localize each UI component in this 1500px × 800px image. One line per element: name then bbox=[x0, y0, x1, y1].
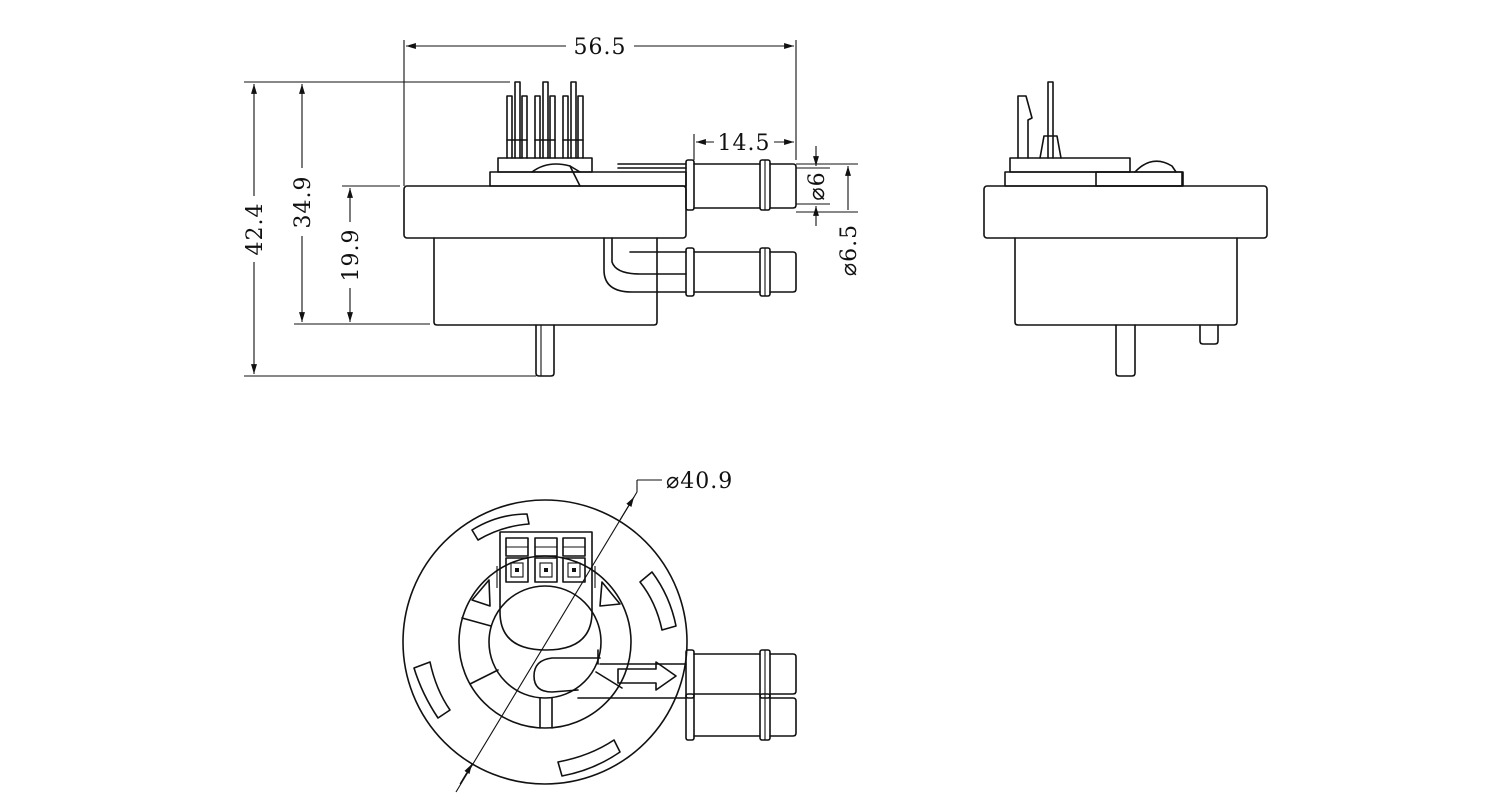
side-flange bbox=[983, 185, 1268, 239]
dim-outlet-length-label: 14.5 bbox=[718, 131, 771, 156]
connector-housing bbox=[497, 157, 593, 173]
top-outlets bbox=[685, 649, 797, 741]
side-pin bbox=[1115, 324, 1136, 377]
dim-outlet-outer: ⌀6.5 bbox=[796, 163, 862, 276]
connector-top bbox=[496, 531, 596, 651]
terminal-1 bbox=[505, 537, 529, 583]
dim-body-diameter: ⌀40.9 bbox=[455, 469, 733, 793]
dim-height-body: 34.9 bbox=[291, 84, 430, 325]
dim-height-overall-label: 42.4 bbox=[243, 203, 268, 256]
side-stub bbox=[1199, 324, 1219, 345]
terminal-2 bbox=[534, 537, 558, 583]
side-connector-housing bbox=[1009, 157, 1131, 173]
dim-height-overall: 42.4 bbox=[243, 81, 536, 377]
front-view: 56.5 14.5 ⌀6 ⌀6.5 bbox=[243, 35, 862, 377]
flow-channel bbox=[533, 657, 601, 693]
upper-outlet bbox=[617, 159, 797, 211]
side-connector-base bbox=[1004, 171, 1184, 187]
connector-pins bbox=[506, 81, 584, 159]
flange bbox=[403, 185, 687, 239]
lower-body bbox=[433, 237, 658, 326]
body-circle bbox=[402, 499, 688, 785]
dim-width-overall-label: 56.5 bbox=[574, 35, 627, 60]
side-latch bbox=[1017, 95, 1033, 159]
side-pin-top bbox=[1047, 81, 1054, 159]
dim-outlet-inner-label: ⌀6 bbox=[805, 171, 830, 200]
dim-width-overall: 56.5 bbox=[403, 35, 797, 186]
inner-ring-inner bbox=[488, 585, 602, 699]
arc-slots bbox=[413, 513, 677, 777]
connector-base bbox=[489, 171, 687, 187]
dim-outlet-inner: ⌀6 bbox=[796, 146, 830, 226]
lower-outlet bbox=[603, 237, 797, 297]
dim-height-base: 19.9 bbox=[339, 185, 400, 322]
dim-body-diameter-label: ⌀40.9 bbox=[666, 469, 733, 494]
side-lower-body bbox=[1014, 237, 1238, 326]
dim-outlet-outer-label: ⌀6.5 bbox=[837, 224, 862, 276]
dim-height-body-label: 34.9 bbox=[291, 176, 316, 229]
side-view bbox=[983, 81, 1268, 377]
top-view: ⌀40.9 bbox=[402, 469, 797, 793]
ring-dividers bbox=[461, 617, 623, 729]
bottom-pin bbox=[535, 324, 555, 377]
terminal-3 bbox=[562, 537, 586, 583]
dim-outlet-length: 14.5 bbox=[693, 131, 794, 160]
flow-arrow-icon bbox=[617, 661, 677, 691]
dim-height-base-label: 19.9 bbox=[339, 229, 364, 282]
